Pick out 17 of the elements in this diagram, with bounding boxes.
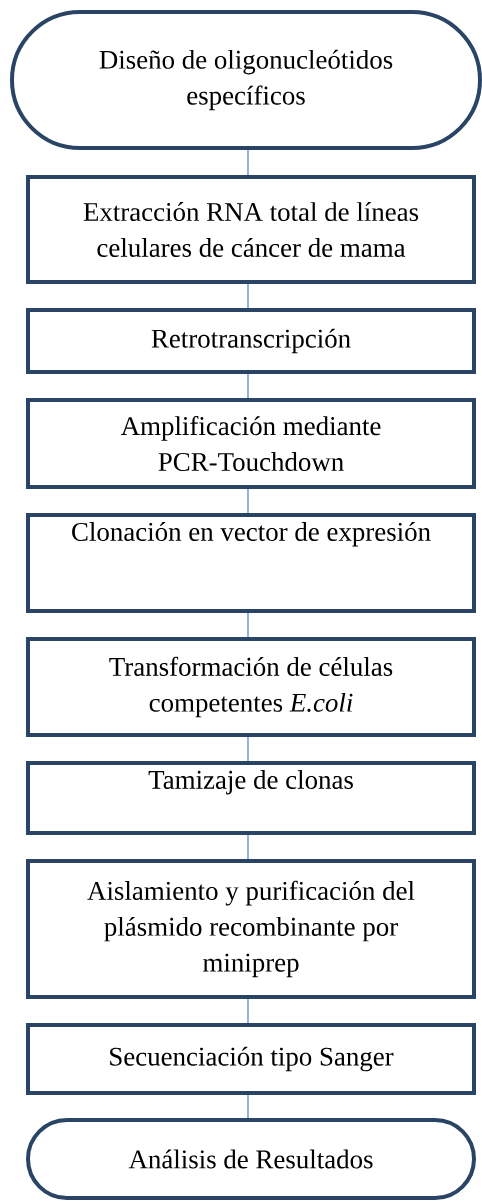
process-box: Tamizaje de clonas [26,761,476,835]
connector-line [247,998,249,1024]
process-box: Extracción RNA total de líneas celulares de cáncer de mama [26,175,476,284]
connector-line [247,612,249,638]
process-box: Transformación de células competentes E.coli [26,637,476,737]
connector-line [247,149,249,176]
connector-line [247,488,249,514]
process-box: Secuenciación tipo Sanger [26,1023,476,1095]
process-box: Retrotranscripción [26,308,476,374]
connector-line [247,1094,249,1119]
connector-line [247,736,249,762]
process-box: Amplificación mediante PCR-Touchdown [26,398,476,489]
connector-line [247,283,249,309]
process-box: Clonación en vector de expresión [26,513,476,613]
process-box: Aislamiento y purificación del plásmido recombinante por miniprep [26,859,476,999]
connector-line [247,373,249,399]
connector-line [247,834,249,860]
